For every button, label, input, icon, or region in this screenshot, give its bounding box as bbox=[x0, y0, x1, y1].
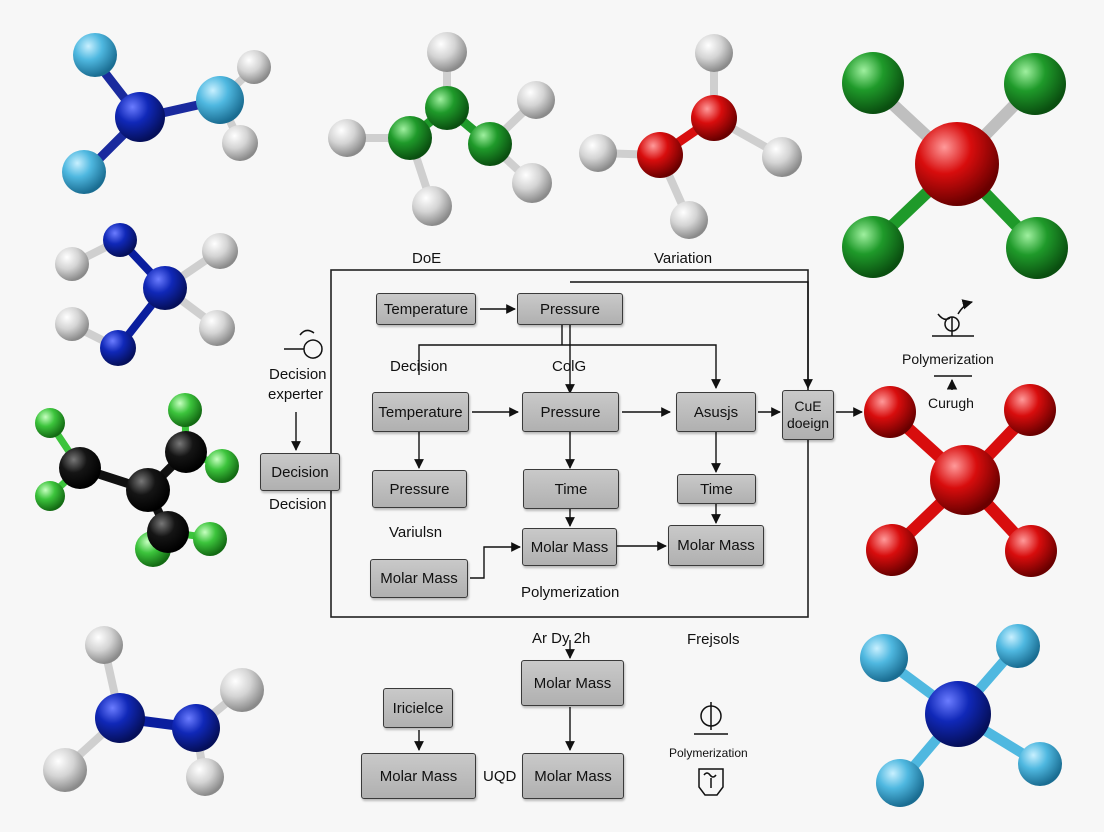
node-molar-mass-center: Molar Mass bbox=[522, 528, 617, 566]
experter-label: experter bbox=[268, 386, 324, 403]
molecule-mid-right bbox=[864, 384, 1057, 577]
node-molar-mass-bottom-left: Molar Mass bbox=[361, 753, 476, 799]
node-temperature-top: Temperature bbox=[376, 293, 476, 325]
diagram-frame bbox=[330, 269, 809, 618]
node-decision-left: Decision bbox=[260, 453, 340, 491]
decision-label-top: Decision bbox=[269, 366, 327, 383]
node-molar-mass-left: Molar Mass bbox=[370, 559, 468, 598]
ar-dy-label: Ar Dy 2h bbox=[532, 630, 591, 647]
molecule-top-center-left bbox=[328, 32, 555, 226]
molecule-mid-left-lower bbox=[35, 393, 239, 567]
node-cue-design: CuE doeign bbox=[782, 390, 834, 440]
molecule-top-left bbox=[62, 33, 271, 194]
colg-label: ColG bbox=[552, 358, 587, 375]
decision-label-bottom: Decision bbox=[269, 496, 327, 513]
bottom-symbol-icon bbox=[694, 702, 728, 796]
doe-label: DoE bbox=[412, 250, 442, 267]
molecule-bottom-right bbox=[860, 624, 1062, 807]
variation-label: Variation bbox=[654, 250, 713, 267]
molecule-mid-left-upper bbox=[55, 223, 238, 366]
node-molar-mass-bottom-center: Molar Mass bbox=[522, 753, 624, 799]
polymerization-right-label: Polymerization bbox=[902, 351, 994, 367]
node-temperature-mid: Temperature bbox=[372, 392, 469, 432]
node-pressure-mid: Pressure bbox=[522, 392, 619, 432]
uqd-label: UQD bbox=[483, 768, 517, 785]
polymerization-inner-label: Polymerization bbox=[521, 584, 620, 601]
molecule-top-center-right bbox=[579, 34, 802, 239]
frejsols-label: Frejsols bbox=[687, 631, 740, 648]
variulsn-label: Variulsn bbox=[389, 524, 443, 541]
node-time-mid: Time bbox=[523, 469, 619, 509]
decision-icon bbox=[284, 329, 323, 359]
node-pressure-low: Pressure bbox=[372, 470, 467, 508]
node-iricielce: Iricielce bbox=[383, 688, 453, 728]
flow-arrows bbox=[291, 281, 863, 751]
decision-inner-label: Decision bbox=[390, 358, 448, 375]
node-molar-mass-below: Molar Mass bbox=[521, 660, 624, 706]
polymerization-symbol-icon bbox=[932, 299, 974, 390]
node-asusjs: Asusjs bbox=[676, 392, 756, 432]
node-molar-mass-right: Molar Mass bbox=[668, 525, 764, 566]
node-pressure-top: Pressure bbox=[517, 293, 623, 325]
molecule-bottom-left bbox=[43, 626, 264, 796]
molecule-top-right bbox=[842, 52, 1068, 279]
molecules-layer bbox=[35, 32, 1068, 807]
node-time-right: Time bbox=[677, 474, 756, 504]
curugh-label: Curugh bbox=[928, 395, 974, 411]
polymerization-bottom-label: Polymerization bbox=[669, 746, 748, 760]
